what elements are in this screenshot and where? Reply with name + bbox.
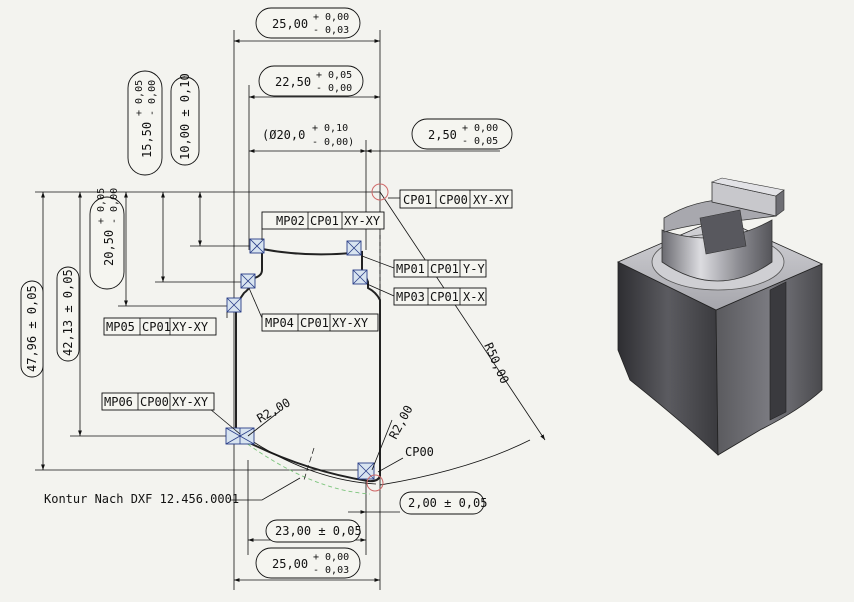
fcf-mp01-c2: CP01	[430, 262, 459, 276]
dim-height-10: 10,00 ± 0,10	[170, 73, 200, 166]
dim-top-width-lower: - 0,03	[313, 25, 349, 36]
dim-inner-width: 22,50 + 0,05 - 0,00	[258, 65, 364, 97]
dim-height-10-text: 10,00 ± 0,10	[178, 73, 192, 160]
fcf-mp06-c1: MP06	[104, 395, 133, 409]
fcf-mp03: MP03 CP01 X-X	[393, 287, 487, 306]
dim-dia-width: (Ø20,0 + 0,10 - 0,00)	[262, 123, 354, 148]
dim-offset-2: 2,00 ± 0,05	[399, 491, 487, 515]
fcf-mp01: MP01 CP01 Y-Y	[393, 259, 487, 278]
cp00-datum-circle	[366, 474, 384, 492]
mp02-marker	[249, 238, 265, 254]
dim-radius-right: R2,00	[386, 403, 415, 441]
dim-height-15-upper: + 0,05	[134, 80, 145, 116]
fcf-mp02-c3: XY-XY	[344, 214, 381, 228]
dim-offset-right: 2,50 + 0,00 - 0,05	[411, 118, 513, 150]
dim-bottom-25: 25,00 + 0,00 - 0,03	[255, 547, 361, 579]
fcf-mp06-c3: XY-XY	[172, 395, 209, 409]
fcf-mp04-c2: CP01	[300, 316, 329, 330]
dim-bottom-23-text: 23,00 ± 0,05	[275, 524, 362, 538]
dim-top-width-nominal: 25,00	[272, 17, 308, 31]
fcf-mp06: MP06 CP00 XY-XY	[101, 392, 215, 411]
dim-inner-width-upper: + 0,05	[316, 70, 352, 81]
dim-radius-right-text: R2,00	[386, 403, 415, 441]
mp03-marker	[352, 269, 368, 285]
measure-points	[225, 183, 389, 492]
part-3d-view	[617, 177, 823, 456]
dim-inner-width-lower: - 0,00	[316, 83, 352, 94]
fcf-mp01-c3: Y-Y	[463, 262, 485, 276]
dim-bottom-25-lower: - 0,03	[313, 565, 349, 576]
dim-radius-left: R2,00	[255, 395, 293, 425]
fcf-mp01-c1: MP01	[396, 262, 425, 276]
fcf-mp02-c2: CP01	[310, 214, 339, 228]
dim-top-width: 25,00 + 0,00 - 0,03	[255, 7, 361, 39]
dim-bottom-23: 23,00 ± 0,05	[265, 519, 362, 543]
fcf-mp04: MP04 CP01 XY-XY	[261, 313, 379, 332]
leaders	[209, 197, 404, 501]
dim-height-4796-text: 47,96 ± 0,05	[25, 285, 39, 372]
fcf-mp05: MP05 CP01 XY-XY	[103, 317, 217, 336]
fcf-mp03-c2: CP01	[430, 290, 459, 304]
dim-height-15: 15,50 + 0,05 - 0,00	[127, 70, 163, 176]
label-kontur: Kontur Nach DXF 12.456.0001	[44, 492, 239, 506]
dim-radius-50-text: R50,00	[481, 341, 511, 386]
dim-offset-right-lower: - 0,05	[462, 136, 498, 147]
fcf-mp04-c3: XY-XY	[332, 316, 369, 330]
fcf-mp06-c2: CP00	[140, 395, 169, 409]
cp01-datum-circle	[371, 183, 389, 201]
fcf-cp01-c1: CP01	[403, 193, 432, 207]
fcf-mp04-c1: MP04	[265, 316, 294, 330]
cp00-marker	[357, 462, 375, 480]
fcf-mp03-c1: MP03	[396, 290, 425, 304]
dim-height-20-upper: + 0,05	[96, 188, 107, 224]
fcf-mp05-c1: MP05	[106, 320, 135, 334]
dim-offset-right-upper: + 0,00	[462, 123, 498, 134]
dim-dia-width-nominal: (Ø20,0	[262, 128, 305, 142]
dim-bottom-25-nominal: 25,00	[272, 557, 308, 571]
fcf-cp01: CP01 CP00 XY-XY	[399, 189, 513, 209]
fcf-mp02: MP02 CP01 XY-XY	[261, 211, 385, 230]
fcf-mp03-c3: X-X	[463, 290, 485, 304]
dim-top-width-upper: + 0,00	[313, 12, 349, 23]
dim-height-15-nominal: 15,50	[140, 122, 154, 158]
mp05-marker	[226, 297, 242, 313]
fcf-cp01-c2: CP00	[439, 193, 468, 207]
dim-height-4213-text: 42,13 ± 0,05	[61, 269, 75, 356]
dim-dia-width-upper: + 0,10	[312, 123, 348, 134]
dim-inner-width-nominal: 22,50	[275, 75, 311, 89]
label-cp00: CP00	[405, 445, 434, 459]
dim-height-4213: 42,13 ± 0,05	[56, 266, 80, 362]
dim-bottom-25-upper: + 0,00	[313, 552, 349, 563]
mp04-marker	[240, 273, 256, 289]
dim-offset-2-text: 2,00 ± 0,05	[408, 496, 487, 510]
fcf-mp05-c2: CP01	[142, 320, 171, 334]
dim-radius-left-text: R2,00	[255, 395, 293, 425]
dim-height-20: 20,50 + 0,05 - 0,00	[89, 188, 125, 290]
dim-radius-50: R50,00	[481, 341, 511, 386]
mp01-marker	[346, 240, 362, 256]
dim-height-20-lower: - 0,00	[109, 188, 120, 224]
fcf-cp01-c3: XY-XY	[473, 193, 510, 207]
dim-dia-width-lower: - 0,00)	[312, 137, 354, 148]
dim-height-20-nominal: 20,50	[102, 230, 116, 266]
dim-height-4796: 47,96 ± 0,05	[20, 280, 44, 378]
mp06-marker	[225, 427, 255, 445]
extension-lines	[35, 30, 381, 590]
fcf-mp05-c3: XY-XY	[172, 320, 209, 334]
dim-offset-right-nominal: 2,50	[428, 128, 457, 142]
dim-height-15-lower: - 0,00	[147, 80, 158, 116]
fcf-mp02-c1: MP02	[276, 214, 305, 228]
